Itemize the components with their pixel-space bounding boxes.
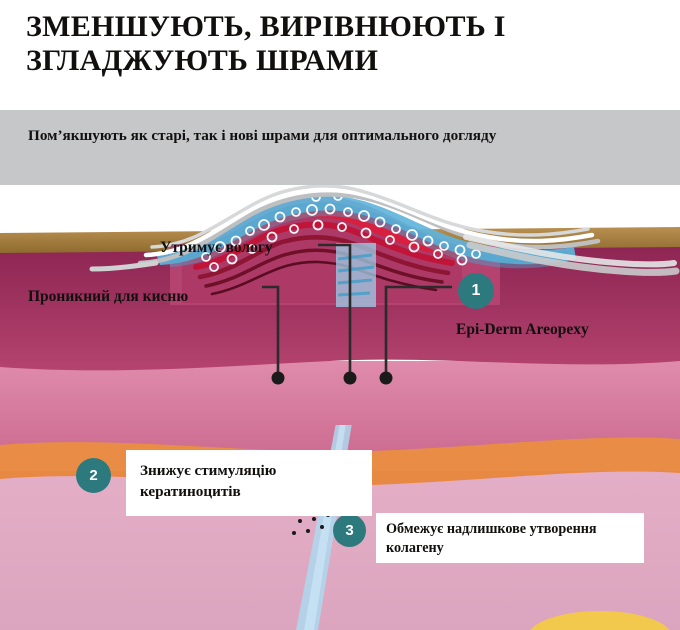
fat-lobule xyxy=(530,611,670,630)
page-title: ЗМЕНШУЮТЬ, ВИРІВНЮЮТЬ І ЗГЛАДЖУЮТЬ ШРАМИ xyxy=(26,10,626,78)
callout-collagen-line-2: колагену xyxy=(386,540,444,556)
leader-line-oxygen xyxy=(262,285,280,375)
leader-dots xyxy=(271,371,393,385)
label-oxygen-permeable: Проникний для кисню xyxy=(28,288,189,305)
scar-fiber-bundle xyxy=(336,243,376,307)
callout-keratinocytes-line-2: кератиноцитів xyxy=(140,483,241,500)
callout-keratinocytes-line-1: Знижує стимуляцію xyxy=(140,462,277,479)
leader-line-product xyxy=(384,285,452,375)
silicone-sheet xyxy=(89,185,680,276)
skin-diagram-svg xyxy=(0,185,680,630)
subtitle-text: Пом’якшують як старі, так і нові шрами д… xyxy=(28,127,497,144)
leader-lines xyxy=(262,243,452,375)
badge-1: 1 xyxy=(458,273,494,309)
badge-3: 3 xyxy=(333,514,366,547)
callout-collagen: Обмежує надлишкове утворення колагену xyxy=(376,513,644,563)
label-retains-moisture: Утримує вологу xyxy=(160,239,273,256)
badge-2: 2 xyxy=(76,458,111,493)
callout-collagen-line-1: Обмежує надлишкове утворення xyxy=(386,521,597,537)
page-title-line-2: ЗГЛАДЖУЮТЬ ШРАМИ xyxy=(26,44,379,77)
callout-keratinocytes: Знижує стимуляцію кератиноцитів xyxy=(126,450,372,516)
page-title-line-1: ЗМЕНШУЮТЬ, ВИРІВНЮЮТЬ І xyxy=(26,10,506,43)
skin-cross-section-illustration xyxy=(0,185,680,630)
subtitle-band: Пом’якшують як старі, так і нові шрами д… xyxy=(0,110,680,185)
leader-line-moisture xyxy=(318,243,352,375)
label-product-name: Epi-Derm Areopexy xyxy=(456,321,589,338)
